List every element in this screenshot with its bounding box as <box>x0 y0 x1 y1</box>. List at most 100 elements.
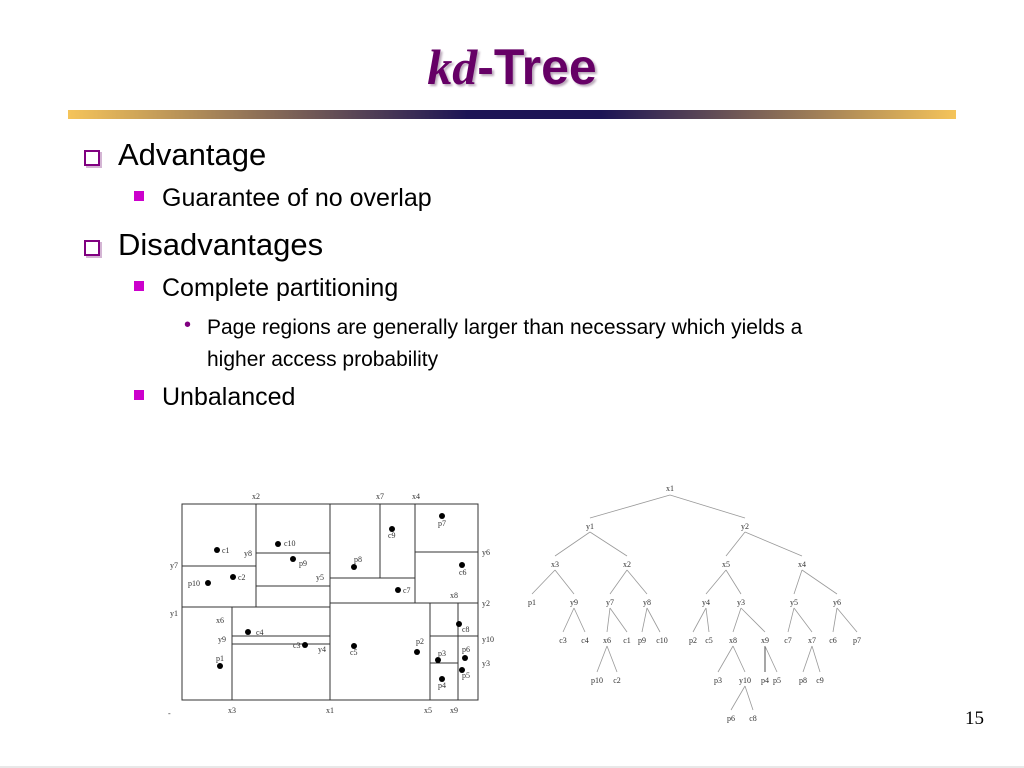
kd-tree-figure: x2 x7 x4 y7 y1 y6 y2 y10 y3 y8 y5 x8 x6 … <box>168 484 861 723</box>
label-y1: y1 <box>170 609 178 618</box>
tree-node: x2 <box>623 560 631 569</box>
dot-bullet-icon: • <box>184 314 192 336</box>
label-corner-dash: - <box>168 709 171 718</box>
tree-node: x8 <box>729 636 737 645</box>
tree-node: y8 <box>643 598 651 607</box>
tree-node: x7 <box>808 636 816 645</box>
point-c4 <box>245 629 251 635</box>
point-c1 <box>214 547 220 553</box>
tree-node: c7 <box>784 636 792 645</box>
partition-diagram <box>181 503 479 701</box>
tree-node: y7 <box>606 598 614 607</box>
partition-points <box>205 513 468 682</box>
bullet-page-regions-line1: Page regions are generally larger than n… <box>207 316 803 339</box>
label-y5: y5 <box>316 573 324 582</box>
tree-node: x6 <box>603 636 611 645</box>
label-p9: p9 <box>299 559 307 568</box>
tree-node: y3 <box>737 598 745 607</box>
label-y3: y3 <box>482 659 490 668</box>
tree-node: p7 <box>853 636 861 645</box>
tree-node: p3 <box>714 676 722 685</box>
label-c6: c6 <box>459 568 467 577</box>
label-y6: y6 <box>482 548 490 557</box>
bullet-no-overlap: Guarantee of no overlap <box>162 184 432 212</box>
tree-node: p4 <box>761 676 769 685</box>
bullet-page-regions: Page regions are generally larger than n… <box>207 312 947 376</box>
point-p8 <box>351 564 357 570</box>
label-x4: x4 <box>412 492 420 501</box>
box-bullet-icon <box>84 240 100 256</box>
tree-node: c2 <box>613 676 621 685</box>
point-p5 <box>459 667 465 673</box>
tree-node: y1 <box>586 522 594 531</box>
tree-node: x4 <box>798 560 806 569</box>
tree-node: p9 <box>638 636 646 645</box>
title-underline-bar <box>68 110 956 119</box>
label-x5: x5 <box>424 706 432 715</box>
label-c4: c4 <box>256 628 264 637</box>
tree-node: c3 <box>559 636 567 645</box>
bullet-unbalanced: Unbalanced <box>162 383 296 411</box>
label-x3: x3 <box>228 706 236 715</box>
tree-node: y6 <box>833 598 841 607</box>
label-y4: y4 <box>318 645 326 654</box>
title-tree: -Tree <box>477 39 597 95</box>
title-kd: kd <box>427 39 478 95</box>
label-c3: c3 <box>293 641 301 650</box>
bullet-complete-partitioning: Complete partitioning <box>162 274 399 302</box>
tree-node: p1 <box>528 598 536 607</box>
bullet-disadvantages: Disadvantages <box>118 227 324 262</box>
tree-node: c10 <box>656 636 668 645</box>
label-p2: p2 <box>416 637 424 646</box>
label-p6: p6 <box>462 645 470 654</box>
tree-node: x5 <box>722 560 730 569</box>
square-bullet-icon <box>134 281 144 291</box>
label-c7: c7 <box>403 586 411 595</box>
label-p8: p8 <box>354 555 362 564</box>
point-c5 <box>351 643 357 649</box>
tree-root-node: x1 <box>666 484 674 493</box>
label-p4: p4 <box>438 681 446 690</box>
label-x8: x8 <box>450 591 458 600</box>
tree-node: y9 <box>570 598 578 607</box>
footer-divider <box>0 766 1024 768</box>
label-p3: p3 <box>438 649 446 658</box>
label-y2: y2 <box>482 599 490 608</box>
point-p1 <box>217 663 223 669</box>
tree-node: p8 <box>799 676 807 685</box>
label-c10: c10 <box>284 539 296 548</box>
partition-text-labels: x2 x7 x4 y7 y1 y6 y2 y10 y3 y8 y5 x8 x6 … <box>168 492 494 718</box>
point-p7 <box>439 513 445 519</box>
tree-node: c9 <box>816 676 824 685</box>
tree-node: y2 <box>741 522 749 531</box>
page-number: 15 <box>965 708 984 729</box>
tree-node: x3 <box>551 560 559 569</box>
point-c7 <box>395 587 401 593</box>
tree-node: x9 <box>761 636 769 645</box>
box-bullet-icon <box>84 150 100 166</box>
tree-edges <box>531 494 858 711</box>
tree-node: c6 <box>829 636 837 645</box>
label-c2: c2 <box>238 573 246 582</box>
point-p2 <box>414 649 420 655</box>
label-x7: x7 <box>376 492 384 501</box>
tree-node: c5 <box>705 636 713 645</box>
slide-title: kd-Tree <box>0 38 1024 96</box>
tree-node: y10 <box>739 676 751 685</box>
label-x2: x2 <box>252 492 260 501</box>
point-p9 <box>290 556 296 562</box>
point-p3 <box>435 657 441 663</box>
tree-node: p10 <box>591 676 603 685</box>
point-c9 <box>389 526 395 532</box>
tree-node: p6 <box>727 714 735 723</box>
label-p5: p5 <box>462 671 470 680</box>
label-p7: p7 <box>438 519 446 528</box>
tree-node: p2 <box>689 636 697 645</box>
bullet-page-regions-line2: higher access probability <box>207 348 439 371</box>
label-y8: y8 <box>244 549 252 558</box>
square-bullet-icon <box>134 191 144 201</box>
tree-node: c8 <box>749 714 757 723</box>
label-y7: y7 <box>170 561 178 570</box>
tree-node-labels: x1 y1 y2 x3 x2 x5 x4 p1 y9 y7 y8 y4 y3 y… <box>528 484 861 723</box>
point-c10 <box>275 541 281 547</box>
